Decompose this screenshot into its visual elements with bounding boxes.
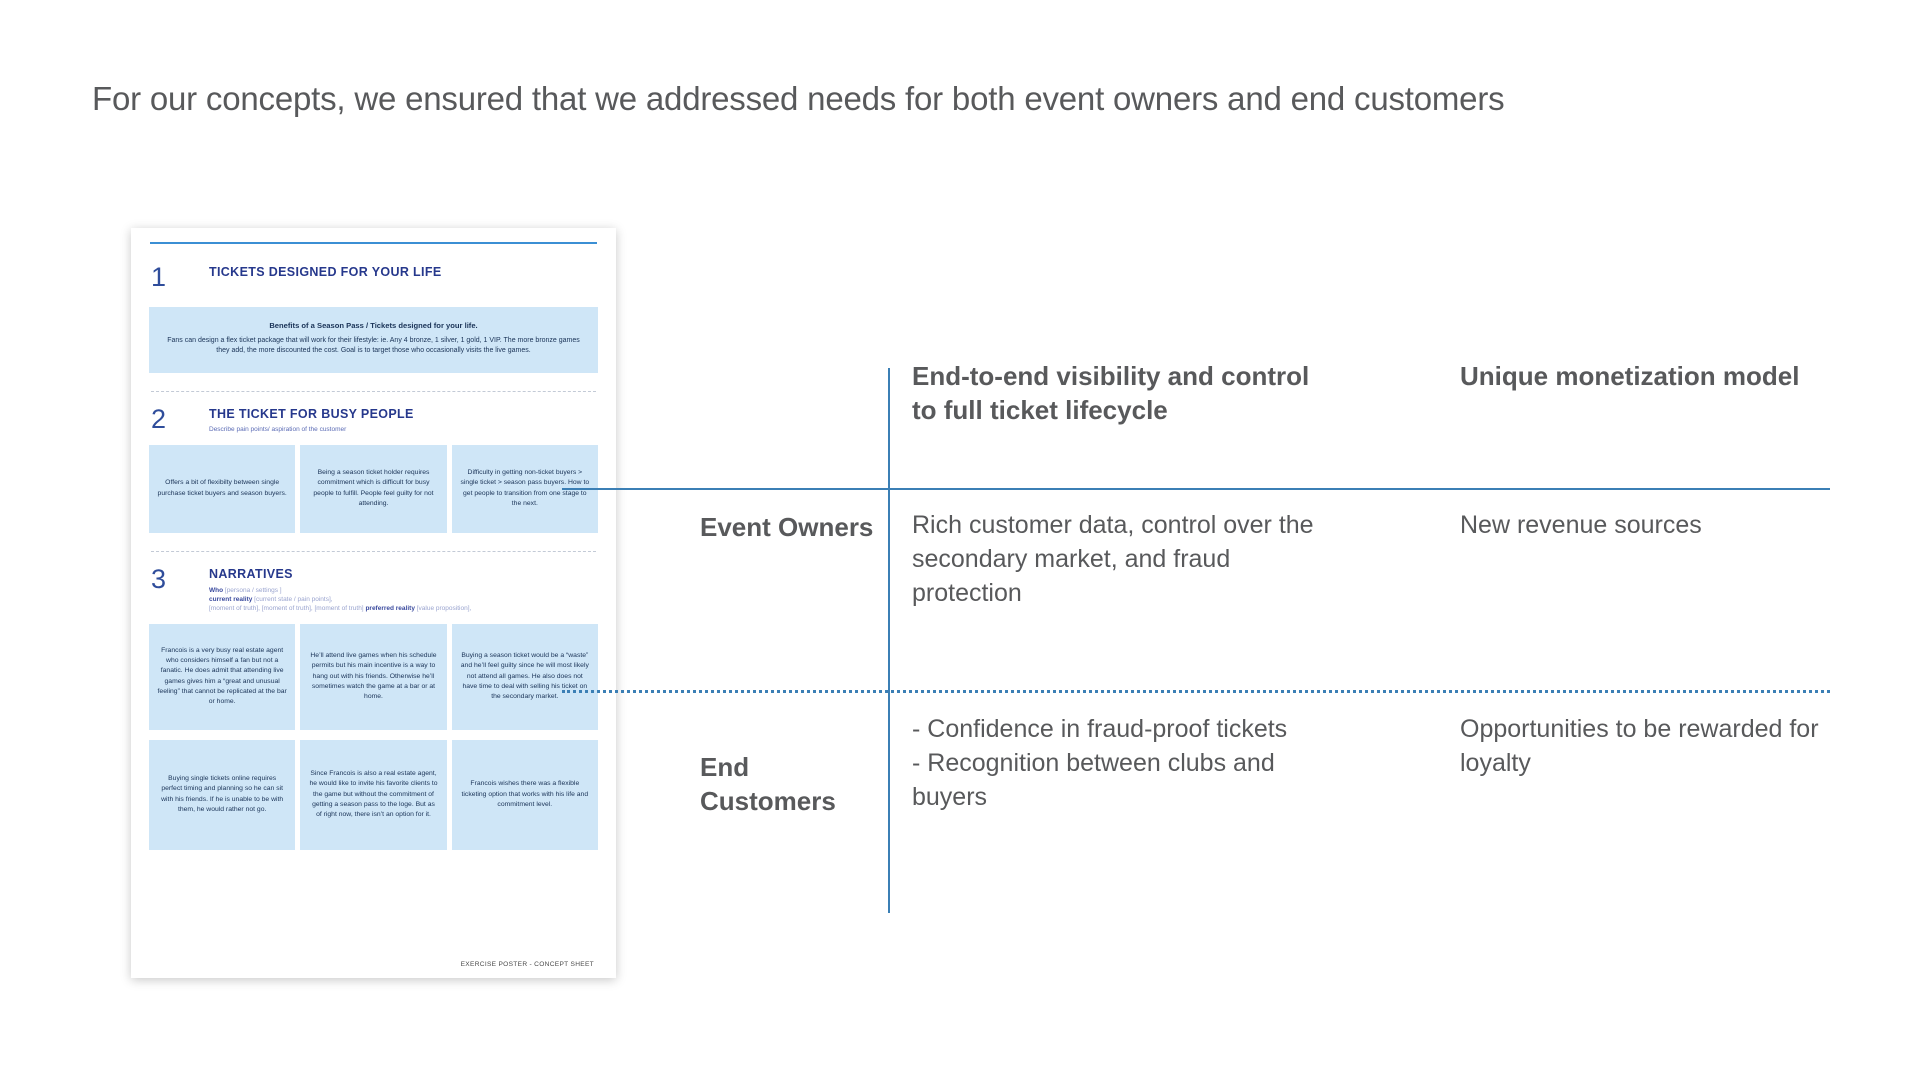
- narrative-hint-line-3: [moment of truth], [moment of truth], [m…: [209, 604, 600, 613]
- concept-sheet-poster[interactable]: 1 TICKETS DESIGNED FOR YOUR LIFE Benefit…: [131, 228, 616, 978]
- section-subtitle: Describe pain points/ aspiration of the …: [209, 426, 347, 434]
- matrix-cell-customers-visibility: - Confidence in fraud-proof tickets - Re…: [912, 715, 1288, 811]
- section-divider-1: [151, 390, 596, 392]
- poster-footer-label: EXERCISE POSTER - CONCEPT SHEET: [460, 961, 594, 968]
- banner-headline: Benefits of a Season Pass / Tickets desi…: [269, 321, 478, 330]
- narrative-card-row-1: Francois is a very busy real estate agen…: [149, 623, 598, 730]
- matrix-row-divider-dotted: [562, 690, 1830, 693]
- matrix-column-header-2: Unique monetization model: [1460, 361, 1800, 391]
- poster-section-3-header: 3 NARRATIVES Who [persona / settings ] c…: [147, 563, 600, 614]
- narrative-hint-em: preferred reality: [365, 605, 415, 613]
- narrative-card: Since Francois is also a real estate age…: [300, 739, 447, 850]
- narrative-card: Francois wishes there was a flexible tic…: [451, 739, 598, 850]
- narrative-card: He’ll attend live games when his schedul…: [300, 623, 447, 730]
- section-title: TICKETS DESIGNED FOR YOUR LIFE: [209, 265, 442, 279]
- poster-section-2-header: 2 THE TICKET FOR BUSY PEOPLE Describe pa…: [147, 403, 600, 435]
- narrative-hint-rest: [current state / pain points],: [254, 595, 333, 603]
- section-title: THE TICKET FOR BUSY PEOPLE: [209, 406, 414, 421]
- section-subtitle: Who [persona / settings ] current realit…: [209, 586, 600, 614]
- section-title-wrap: TICKETS DESIGNED FOR YOUR LIFE: [209, 264, 600, 280]
- narrative-hint-line-1: Who [persona / settings ]: [209, 586, 600, 595]
- narrative-hint-rest: [moment of truth], [moment of truth], [m…: [209, 605, 364, 613]
- banner-body: Fans can design a flex ticket package th…: [167, 336, 580, 355]
- narrative-hint-em: Who: [209, 586, 224, 594]
- narrative-card-row-2: Buying single tickets online requires pe…: [149, 739, 598, 850]
- matrix-cell-owners-monetization: New revenue sources: [1460, 511, 1702, 539]
- narrative-hint-em: current reality: [209, 595, 253, 603]
- narrative-hint-rest: [value proposition],: [416, 605, 472, 613]
- pain-point-card: Being a season ticket holder requires co…: [300, 444, 447, 533]
- section-number: 2: [151, 403, 167, 434]
- matrix-row-label-event-owners: Event Owners: [700, 512, 874, 542]
- section-title: NARRATIVES: [209, 566, 293, 581]
- narrative-hint-line-2: current reality [current state / pain po…: [209, 595, 600, 604]
- poster-benefits-banner: Benefits of a Season Pass / Tickets desi…: [149, 307, 598, 373]
- poster-inner: 1 TICKETS DESIGNED FOR YOUR LIFE Benefit…: [147, 242, 600, 968]
- matrix-header-divider: [562, 488, 1830, 490]
- pain-point-card-row: Offers a bit of flexibilty between singl…: [149, 444, 598, 533]
- page-title: For our concepts, we ensured that we add…: [92, 80, 1505, 117]
- poster-top-rule: [150, 242, 597, 244]
- narrative-hint-rest: [persona / settings ]: [224, 586, 282, 594]
- matrix-column-header-1: End-to-end visibility and control to ful…: [912, 361, 1310, 425]
- section-number: 1: [151, 262, 167, 292]
- section-divider-2: [151, 550, 596, 552]
- section-number: 3: [151, 563, 167, 594]
- narrative-card: Buying a season ticket would be a “waste…: [451, 623, 598, 730]
- narrative-card: Buying single tickets online requires pe…: [149, 739, 296, 850]
- matrix-cell-customers-monetization: Opportunities to be rewarded for loyalty: [1460, 715, 1819, 777]
- narrative-card: Francois is a very busy real estate agen…: [149, 623, 296, 730]
- section-title-wrap: NARRATIVES Who [persona / settings ] cur…: [209, 566, 600, 614]
- pain-point-card: Offers a bit of flexibilty between singl…: [149, 444, 296, 533]
- needs-matrix: End-to-end visibility and control to ful…: [562, 360, 1830, 920]
- matrix-cell-owners-visibility: Rich customer data, control over the sec…: [912, 511, 1314, 607]
- section-title-wrap: THE TICKET FOR BUSY PEOPLE Describe pain…: [209, 406, 600, 435]
- matrix-row-label-end-customers: End Customers: [700, 752, 836, 817]
- matrix-vertical-divider: [888, 368, 890, 913]
- poster-section-1-header: 1 TICKETS DESIGNED FOR YOUR LIFE: [147, 264, 600, 291]
